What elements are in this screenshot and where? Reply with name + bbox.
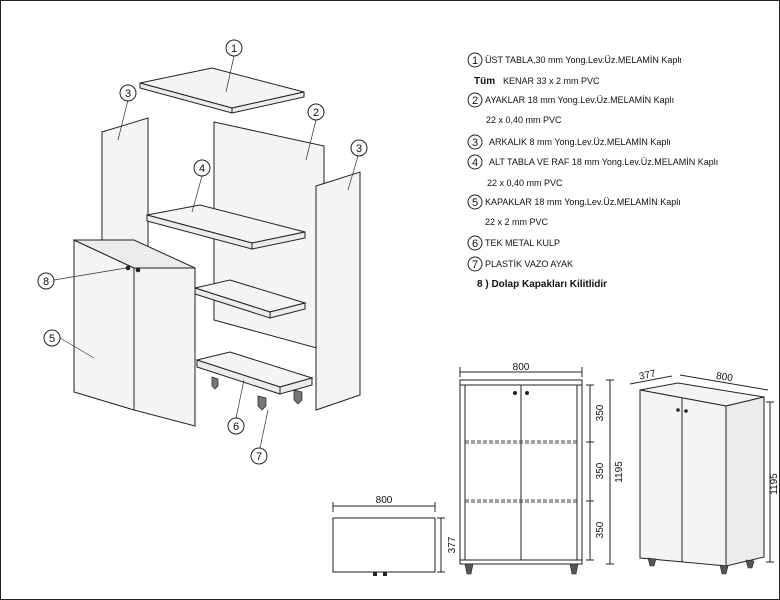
legend-item-4-pvc: 22 x 0,40 mm PVC (487, 178, 563, 188)
callout-7: 7 (250, 447, 268, 465)
callout-3-right: 3 (350, 139, 368, 157)
top-panel-edge-right (231, 91, 305, 114)
svg-text:22 x 0,40 mm PVC: 22 x 0,40 mm PVC (487, 178, 563, 188)
svg-text:6: 6 (472, 238, 478, 250)
svg-text:AYAKLAR 18 mm Yong.Lev.Üz.MEL: AYAKLAR 18 mm Yong.Lev.Üz.MELAMİN Kaplı (485, 95, 674, 105)
legend-item-7: 7 PLASTİK VAZO AYAK (467, 256, 573, 272)
door-handle-right (135, 267, 141, 273)
legend-item-6: 6 TEK METAL KULP (467, 235, 560, 251)
front-width: 800 (513, 362, 530, 373)
legend: 1 ÜST TABLA,30 mm Yong.Lev.Üz.MELAMİN Kap… (467, 52, 718, 290)
iso-width: 800 (715, 371, 734, 385)
bottom-panel-edge-right (279, 377, 313, 395)
callout-leaders (53, 55, 359, 449)
callout-1: 1 (225, 39, 243, 57)
svg-text:1: 1 (231, 43, 237, 55)
legend-item-5: 5 KAPAKLAR 18 mm Yong.Lev.Üz.MELAMİN Kapl… (467, 194, 681, 210)
svg-text:7: 7 (472, 259, 478, 271)
svg-text:22 x 0,40 mm PVC: 22 x 0,40 mm PVC (486, 115, 562, 125)
svg-text:8: 8 (43, 276, 49, 288)
callout-5: 5 (43, 329, 61, 347)
door-top-edge (73, 239, 196, 269)
svg-text:3: 3 (472, 137, 478, 149)
iso-depth: 377 (638, 368, 657, 382)
svg-text:350: 350 (595, 521, 606, 538)
callout-6: 6 (227, 417, 245, 435)
right-side-panel (315, 171, 361, 411)
svg-text:6: 6 (233, 421, 239, 433)
callout-3-left: 3 (119, 84, 137, 102)
right-door (133, 267, 196, 427)
top-view-depth: 377 (447, 536, 458, 553)
callouts: 1 2 3 3 4 5 6 7 8 (37, 39, 368, 465)
front-height: 1195 (614, 461, 625, 483)
svg-text:1: 1 (472, 55, 478, 67)
legend-item-2: 2 AYAKLAR 18 mm Yong.Lev.Üz.MELAMİN Kaplı (467, 92, 674, 108)
legend-item-1: 1 ÜST TABLA,30 mm Yong.Lev.Üz.MELAMİN Kap… (467, 52, 682, 68)
callout-4: 4 (193, 159, 211, 177)
svg-text:2: 2 (472, 95, 478, 107)
callout-8: 8 (37, 272, 55, 290)
svg-text:7: 7 (256, 451, 262, 463)
top-view-outline (332, 517, 436, 573)
top-view-width: 800 (376, 495, 393, 506)
svg-text:5: 5 (49, 333, 55, 345)
shelf-panel-edge-right (251, 231, 306, 250)
svg-text:2: 2 (313, 107, 319, 119)
callout-2: 2 (307, 103, 325, 121)
iso-front (639, 389, 727, 567)
iso-height: 1195 (769, 473, 780, 495)
iso-view: 377 800 1195 (629, 368, 780, 575)
svg-text:ARKALIK 8 mm Yong.Lev.Üz.M: ARKALIK 8 mm Yong.Lev.Üz.MELAMİN Kaplı (489, 137, 671, 147)
locked-note: 8 ) Dolap Kapakları Kilitlidir (477, 279, 607, 290)
svg-text:350: 350 (595, 404, 606, 421)
legend-item-2-pvc: 22 x 0,40 mm PVC (486, 115, 562, 125)
legend-item-4: 4 ALT TABLA VE RAF 18 mm Yong.Lev.Üz.MELA… (467, 154, 718, 170)
svg-text:350: 350 (595, 462, 606, 479)
door-handle-left (125, 265, 131, 271)
front-outline (459, 379, 583, 565)
exploded-view (73, 67, 361, 427)
front-view: 800 350 350 350 1195 (459, 362, 625, 575)
svg-text:ÜST TABLA,30 mm Yong.Lev.Üz.ME: ÜST TABLA,30 mm Yong.Lev.Üz.MELAMİN Kapl… (485, 55, 682, 65)
feet (211, 376, 303, 411)
legend-item-pvc: Tüm KENAR 33 x 2 mm PVC (474, 76, 600, 87)
svg-text:22 x 2 mm PVC: 22 x 2 mm PVC (485, 217, 549, 227)
svg-text:TEK METAL KULP: TEK METAL KULP (485, 238, 560, 248)
svg-text:Tüm: Tüm (474, 76, 495, 87)
left-door (73, 239, 135, 411)
svg-text:ALT TABLA VE RAF 18 mm Yong.L: ALT TABLA VE RAF 18 mm Yong.Lev.Üz.MELAM… (489, 157, 718, 167)
middle-shelf-edge-right (269, 302, 306, 319)
svg-text:KAPAKLAR 18 mm Yong.Lev.Üz.MEL: KAPAKLAR 18 mm Yong.Lev.Üz.MELAMİN Kaplı (485, 197, 681, 207)
svg-text:KENAR 33 x 2 mm PVC: KENAR 33 x 2 mm PVC (503, 76, 600, 86)
svg-text:PLASTİK VAZO AYAK: PLASTİK VAZO AYAK (485, 259, 573, 269)
svg-text:3: 3 (356, 143, 362, 155)
svg-text:4: 4 (472, 157, 478, 169)
svg-text:5: 5 (472, 197, 478, 209)
legend-item-5-pvc: 22 x 2 mm PVC (485, 217, 549, 227)
svg-text:4: 4 (199, 163, 205, 175)
iso-side (725, 396, 765, 567)
svg-text:3: 3 (125, 88, 131, 100)
legend-item-3: 3 ARKALIK 8 mm Yong.Lev.Üz.MELAMİN Kaplı (467, 134, 671, 150)
top-view: 800 377 (332, 495, 458, 576)
